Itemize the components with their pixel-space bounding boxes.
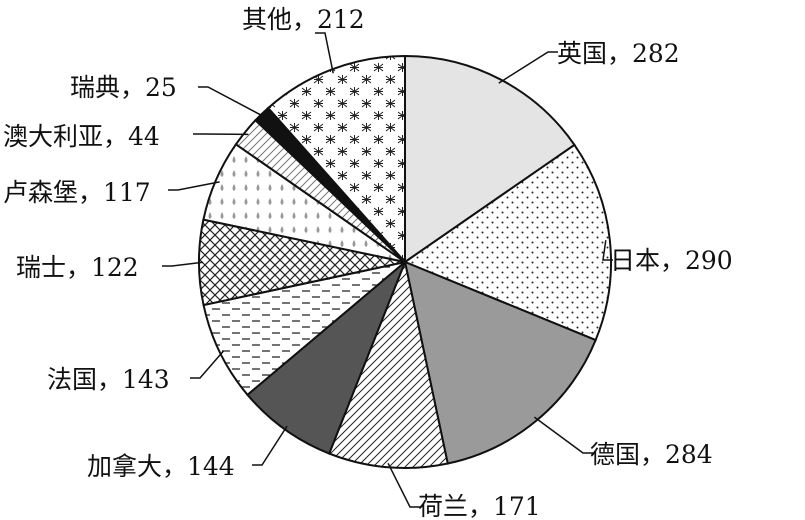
slice-label-3: 德国，284 bbox=[590, 440, 713, 469]
leader-line-2 bbox=[602, 240, 613, 261]
leader-line-10 bbox=[198, 86, 265, 118]
pie-slice-4 bbox=[327, 258, 449, 469]
leader-line-1 bbox=[498, 51, 558, 84]
leader-line-3 bbox=[533, 416, 593, 454]
leader-line-8 bbox=[168, 181, 220, 191]
leader-line-11 bbox=[315, 32, 334, 74]
pie-slice-3 bbox=[403, 260, 597, 465]
pie-slices bbox=[198, 54, 612, 469]
slice-label-5: 加拿大，144 bbox=[87, 452, 235, 481]
slice-label-8: 卢森堡，117 bbox=[3, 178, 151, 207]
slice-label-1: 英国，282 bbox=[557, 39, 680, 68]
leader-line-5 bbox=[252, 425, 288, 466]
slice-label-10: 瑞典，25 bbox=[70, 73, 177, 102]
slice-label-4: 荷兰，171 bbox=[418, 492, 541, 520]
slice-label-7: 瑞士，122 bbox=[16, 253, 139, 282]
leader-lines bbox=[162, 32, 613, 508]
slice-label-6: 法国，143 bbox=[47, 365, 170, 394]
pie-slice-2 bbox=[402, 143, 612, 342]
leader-line-7 bbox=[162, 261, 204, 267]
pie-slice-1 bbox=[404, 54, 576, 264]
leader-line-4 bbox=[387, 462, 420, 508]
slice-labels: 英国，282 日本，290 德国，284 荷兰，171 加拿大，144 法国，143 瑞士，… bbox=[3, 5, 733, 520]
slice-label-11: 其他，212 bbox=[242, 5, 365, 34]
leader-line-6 bbox=[190, 350, 225, 379]
slice-label-2: 日本，290 bbox=[610, 246, 733, 275]
slice-label-9: 澳大利亚，44 bbox=[3, 122, 160, 151]
